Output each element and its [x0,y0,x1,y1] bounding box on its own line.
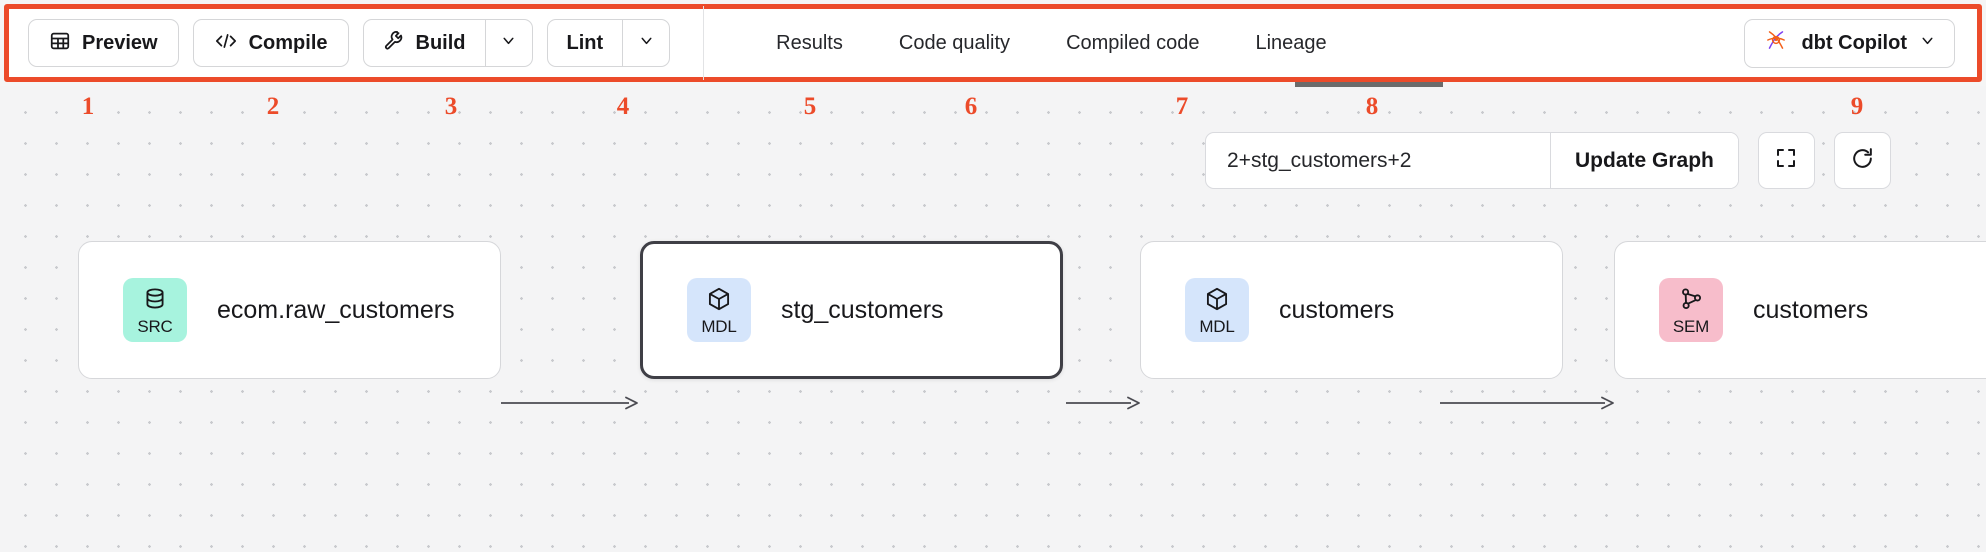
compile-button[interactable]: Compile [192,19,349,67]
annotation-number-4: 4 [616,93,630,120]
tab-compiled-code-label: Compiled code [1066,31,1200,54]
tab-lineage[interactable]: Lineage [1227,9,1354,77]
lineage-node-name: ecom.raw_customers [217,295,455,324]
node-type-badge-label: SRC [137,316,173,336]
toolbar-divider [703,6,705,80]
lint-button[interactable]: Lint [548,20,623,66]
node-selector-group: Update Graph [1205,132,1739,189]
node-type-badge-label: SEM [1672,316,1710,336]
annotation-number-1: 1 [81,93,95,120]
tab-results[interactable]: Results [748,9,871,77]
database-cylinder-icon [142,286,168,317]
tab-results-label: Results [776,31,843,54]
lint-button-label: Lint [566,31,604,54]
node-type-badge-label: MDL [1199,316,1235,336]
wrench-icon [383,29,405,57]
dbt-copilot-sparkle-icon [1763,27,1789,59]
node-selector-input[interactable] [1206,133,1550,188]
preview-button[interactable]: Preview [28,19,179,67]
lint-button-group: Lint [546,19,671,67]
node-type-badge-mdl: MDL [1185,278,1249,342]
preview-button-label: Preview [82,32,158,54]
active-tab-indicator [1295,82,1443,87]
lineage-node-name: customers [1753,295,1869,324]
fit-to-screen-button[interactable] [1757,132,1815,189]
cube-icon [1204,286,1230,317]
annotation-number-9: 9 [1850,93,1864,120]
build-dropdown-toggle[interactable] [484,20,532,66]
update-graph-label: Update Graph [1575,148,1714,172]
build-button[interactable]: Build [364,20,485,66]
lineage-node-stg[interactable]: MDL stg_customers [640,241,1063,379]
compile-button-label: Compile [248,32,328,54]
dbt-copilot-button[interactable]: dbt Copilot [1744,18,1955,68]
lint-dropdown-toggle[interactable] [622,20,669,66]
chevron-down-icon [500,32,517,54]
lineage-node-sem[interactable]: SEM customers [1614,241,1986,379]
lineage-edge-mdl2-to-sem [1440,393,1614,413]
cube-icon [706,286,732,317]
top-toolbar: Preview Compile Build [4,4,1982,82]
chevron-down-icon [638,32,655,54]
tab-bar: Results Code quality Compiled code Linea… [704,9,1355,77]
annotation-number-6: 6 [964,93,978,120]
lineage-edge-src-to-stg [501,393,638,413]
tab-lineage-label: Lineage [1255,31,1327,54]
semantic-graph-icon [1678,286,1704,317]
build-button-group: Build [362,19,533,67]
toolbar-right-group: dbt Copilot [1744,18,1977,68]
lineage-node-src[interactable]: SRC ecom.raw_customers [78,241,501,379]
lineage-edge-stg-to-mdl2 [1066,393,1140,413]
refresh-icon [1850,146,1875,176]
update-graph-button[interactable]: Update Graph [1550,133,1738,188]
refresh-graph-button[interactable] [1833,132,1891,189]
annotation-number-8: 8 [1365,93,1379,120]
fit-to-screen-icon [1774,146,1798,175]
node-type-badge-sem: SEM [1659,278,1723,342]
node-type-badge-src: SRC [123,278,187,342]
node-type-badge-mdl: MDL [687,278,751,342]
annotation-number-7: 7 [1175,93,1189,120]
toolbar-action-buttons: Preview Compile Build [9,6,705,80]
table-grid-icon [49,30,71,56]
tab-compiled-code[interactable]: Compiled code [1038,9,1227,77]
graph-controls: Update Graph [1205,132,1891,189]
build-button-label: Build [415,31,466,54]
tab-code-quality-label: Code quality [898,31,1011,54]
node-type-badge-label: MDL [701,316,737,336]
lineage-node-name: stg_customers [781,295,944,324]
code-brackets-icon [214,30,238,56]
annotation-number-5: 5 [803,93,817,120]
tab-code-quality[interactable]: Code quality [871,9,1038,77]
chevron-down-icon [1919,32,1936,55]
annotation-number-3: 3 [444,93,458,120]
annotation-number-2: 2 [266,93,280,120]
lineage-node-name: customers [1279,295,1395,324]
lineage-node-mdl2[interactable]: MDL customers [1140,241,1563,379]
dbt-copilot-label: dbt Copilot [1801,31,1907,54]
